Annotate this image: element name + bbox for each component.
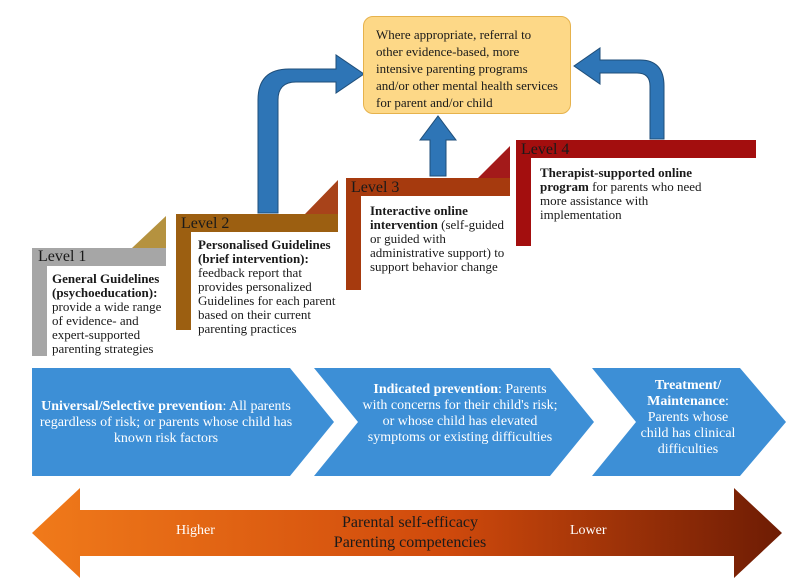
level-2-bevel [305, 180, 338, 214]
curved-arrow-right [573, 47, 665, 140]
level-3-left-bar [346, 178, 361, 290]
level-1-left-bar [32, 248, 47, 356]
chevron-3 [592, 368, 786, 476]
lower-label: Lower [570, 523, 607, 538]
level-3-bevel [478, 146, 510, 178]
level-4-title: Level 4 [521, 141, 570, 158]
level-3-top-bar [346, 178, 510, 196]
chevron-3-text: Treatment/ Maintenance: Parents whose ch… [640, 378, 736, 457]
level-4-left-bar [516, 140, 531, 246]
level-2-title: Level 2 [181, 215, 230, 232]
up-arrow-center [419, 115, 457, 177]
competencies-label: Parenting competencies [333, 534, 487, 551]
level-1-title: Level 1 [38, 248, 87, 265]
double-arrow [32, 488, 782, 578]
chevron-2-text: Indicated prevention: Parents with conce… [362, 382, 558, 445]
level-3-title: Level 3 [351, 179, 400, 196]
level-1-description: General Guidelines (psychoeducation): pr… [52, 271, 162, 356]
level-1-top-bar [32, 248, 166, 266]
level-4-description: Therapist-supported online program for p… [540, 165, 702, 222]
curved-arrow-left [257, 54, 365, 214]
level-2-left-bar [176, 214, 191, 330]
higher-label: Higher [176, 523, 215, 538]
level-2-top-bar [176, 214, 338, 232]
referral-box: Where appropriate, referral to other evi… [363, 16, 571, 114]
chevron-1 [32, 368, 334, 476]
level-4-top-bar [516, 140, 756, 158]
chevron-1-text: Universal/Selective prevention: All pare… [39, 399, 293, 446]
level-1-bevel [132, 216, 166, 248]
chevron-2 [314, 368, 594, 476]
level-3-description: Interactive online intervention (self-gu… [370, 203, 505, 274]
bottom-arrow-center-label: Parental self-efficacy Parenting compete… [300, 513, 520, 553]
level-2-description: Personalised Guidelines (brief intervent… [198, 237, 336, 336]
self-efficacy-label: Parental self-efficacy [341, 514, 479, 531]
